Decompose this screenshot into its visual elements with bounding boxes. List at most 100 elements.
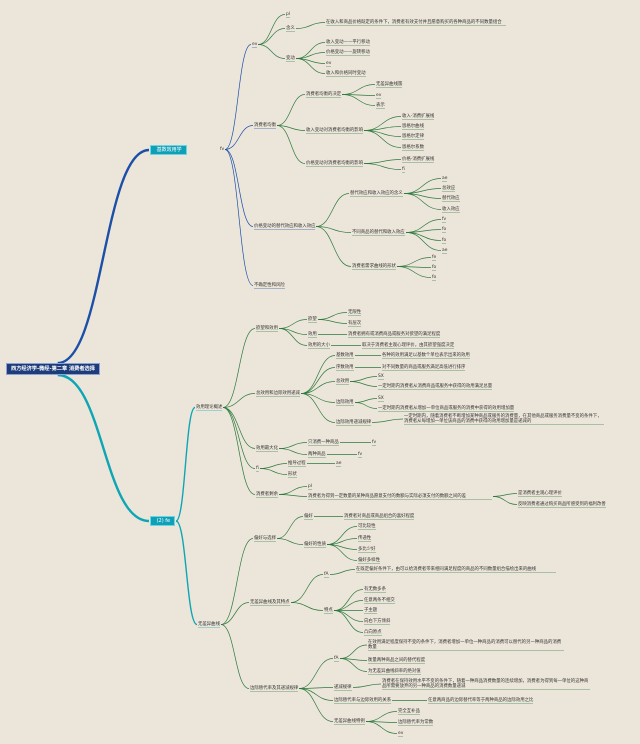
node-fi[interactable]: fi (256, 466, 259, 471)
node-root[interactable]: 西方经济学-微经-第二章 消费者选择 (6, 363, 100, 375)
node-pref-a-t[interactable]: 消费者对商品或商品组合的喜好程度 (344, 514, 415, 519)
node-tm-b[interactable]: 序数效用 (336, 365, 354, 370)
node-mrs-law-t[interactable]: 消费者在保持效用水平不变的条件下，随着一种商品消费数量的连续增加，消费者为得到每… (382, 679, 589, 689)
node-tm-c[interactable]: 总效用 (336, 379, 350, 384)
node-inc-b[interactable]: 恩格尔曲线 (402, 124, 424, 129)
node-tm-d-t[interactable]: 一定时期内消费者从增加一单位商品或服务的消费中获得的效用增加量 (378, 406, 515, 411)
node-sub-inc[interactable]: 价格变动的替代效应和收入效应 (254, 224, 316, 229)
node-b2[interactable]: (2) fe (150, 516, 176, 526)
node-mrs[interactable]: 边际替代率及其递减规律 (250, 686, 299, 691)
node-want-a1[interactable]: 无限性 (348, 310, 362, 315)
node-max-a[interactable]: 只消费一种商品 (308, 440, 339, 445)
node-def[interactable]: 含义 (286, 26, 295, 31)
node-want-a[interactable]: 欲望 (308, 317, 317, 322)
node-eq-c2[interactable]: ev (376, 93, 382, 98)
node-sur-b[interactable]: 消费者为得到一定数量的某种商品愿意支付的数额与实际必须支付的数额之间的差 (308, 494, 467, 499)
node-mrs-rel-t[interactable]: 任意两商品的边际替代率等于两种商品的边际效用之比 (428, 698, 534, 703)
node-ic-b[interactable]: 特点 (324, 608, 333, 613)
node-se-a[interactable]: ae (442, 176, 448, 181)
node-pref[interactable]: 偏好与选择 (254, 536, 276, 541)
node-util-size-t[interactable]: 取决于消费者主观心理评价，由其欲望强度决定 (362, 343, 455, 348)
node-move-a[interactable]: 收入变动——平行移动 (326, 40, 370, 45)
node-ic-b2[interactable]: 任意两条不相交 (364, 598, 395, 603)
node-ordinal[interactable]: 无差异曲线 (198, 622, 220, 627)
node-g-b[interactable]: fo (442, 227, 447, 232)
node-eq-cond[interactable]: 消费者均衡的决定 (306, 92, 342, 97)
node-price[interactable]: 价格变动对消费者均衡的影响 (306, 161, 364, 166)
node-want[interactable]: 欲望和效用 (256, 326, 278, 331)
node-mrs-a1[interactable]: 在效用满足程度保持不变的条件下，消费者增加一单位一种商品的消费可以替代的另一种商… (368, 640, 562, 650)
node-mrs-a[interactable]: fA (334, 656, 339, 661)
node-sur-a[interactable]: pl (308, 484, 313, 489)
node-ic[interactable]: 无差异曲线及其特点 (250, 600, 290, 605)
node-max-a-v[interactable]: fv (372, 440, 377, 445)
node-tm-a[interactable]: 基数效用 (336, 353, 354, 358)
node-eq[interactable]: 消费者均衡 (254, 123, 276, 128)
node-pref-b[interactable]: 偏好的性质 (304, 542, 326, 547)
node-law[interactable]: 边际效用递减规律 (336, 420, 372, 425)
node-tm-b-t[interactable]: 对不同数量的商品或服务满足高低进行排序 (382, 365, 466, 370)
node-eq-c3[interactable]: 表示 (376, 103, 385, 108)
node-sp-a[interactable]: 完全互补品 (398, 709, 420, 714)
node-pref-b1[interactable]: 可比较性 (358, 524, 376, 529)
node-mrs-rel[interactable]: 边际替代率与边际效用的关系 (334, 698, 392, 703)
node-move-d[interactable]: 收入和价格同时变动 (326, 71, 366, 76)
node-pref-b3[interactable]: 多比少好 (358, 547, 376, 552)
node-ic-b1[interactable]: 有无数多条 (364, 587, 386, 592)
node-goods[interactable]: 不同商品的替代和收入效应 (352, 230, 405, 235)
node-ic-a[interactable]: fA (324, 572, 329, 577)
node-se-b[interactable]: 总效应 (442, 186, 456, 191)
node-ic-b5[interactable]: 凸向原点 (364, 630, 382, 635)
node-mrs-law[interactable]: 递减规律 (334, 685, 352, 690)
node-sur-b2[interactable]: 反映消费者通过购买商品所感受到的福利改善 (518, 502, 606, 507)
node-mrs-a3[interactable]: 为无差异曲线斜率的绝对值 (368, 669, 421, 674)
node-pref-b2[interactable]: 传递性 (358, 536, 372, 541)
node-tm-a-t[interactable]: 各种的效用满足以基数个单位表示出来的效用 (382, 353, 470, 358)
node-b1[interactable]: 基数效用学 (150, 145, 187, 155)
node-util[interactable]: 效用 (308, 332, 317, 337)
node-tm-c-t[interactable]: 一定时期内消费者从消费商品或服务中获得的效用满足总量 (378, 384, 493, 389)
node-inc-c[interactable]: 恩格尔定律 (402, 134, 424, 139)
node-max-b[interactable]: 两种商品 (308, 452, 326, 457)
node-def-text[interactable]: 在收入和商品价格既定的条件下，消费者有效支付并且愿意购买的各种商品的不同数量组合 (326, 20, 502, 25)
node-cardinal[interactable]: 效用理论概述 (196, 405, 223, 410)
node-g-a[interactable]: fv (442, 217, 447, 222)
node-sp-b[interactable]: 边际替代率为常数 (398, 720, 434, 725)
node-sur-b1[interactable]: 是消费者主观心理评价 (518, 491, 562, 496)
node-util-t[interactable]: 消费者拥有或消费商品或服务对欲望的满足程度 (348, 332, 441, 337)
node-dc-b[interactable]: fo (432, 265, 437, 270)
node-move-b[interactable]: 价格变动——旋转移动 (326, 50, 370, 55)
node-fi-a-v[interactable]: ae (336, 461, 342, 466)
node-eq-c1[interactable]: 无差异曲线簇 (376, 82, 403, 87)
node-want-a2[interactable]: 有层次 (348, 321, 362, 326)
node-max[interactable]: 效用最大化 (256, 446, 278, 451)
node-max-b-v[interactable]: fv (358, 452, 363, 457)
node-tm-c-sx[interactable]: SX (378, 374, 384, 379)
node-move[interactable]: 变动 (286, 56, 295, 61)
node-move-c[interactable]: ev (326, 61, 332, 66)
node-util-size[interactable]: 效用的大小 (308, 343, 330, 348)
node-pref-a[interactable]: 偏好 (304, 514, 313, 519)
node-tm-d-sx[interactable]: SX (378, 396, 384, 401)
node-inc-d[interactable]: 恩格尔系数 (402, 145, 424, 150)
node-se-def[interactable]: 替代效应和收入效应的含义 (350, 191, 403, 196)
node-surplus[interactable]: 消费者剩余 (256, 492, 278, 497)
node-tm[interactable]: 总效用和边际效用递减 (256, 391, 300, 396)
node-se-c[interactable]: 替代效应 (442, 196, 460, 201)
node-ic-a-t[interactable]: 在既定偏好条件下，由可以给消费者带来相同满足程度的商品的不同数量组合描绘出来的曲… (356, 567, 537, 572)
node-b1s[interactable]: fv (220, 147, 225, 152)
node-law-t[interactable]: 一定时期内，随着消费者不断增加某种商品或服务的消费量，在其他商品或服务消费量不变… (404, 414, 602, 424)
node-pref-b4[interactable]: 偏好多样性 (358, 558, 380, 563)
node-dc[interactable]: 消费者需求曲线的形状 (352, 264, 396, 269)
node-inc[interactable]: 收入变动对消费者均衡的影响 (306, 128, 364, 133)
node-price-b[interactable]: fi (402, 167, 405, 172)
node-tm-d[interactable]: 边际效用 (336, 400, 354, 405)
node-ic-b3[interactable]: 子主题 (364, 608, 378, 613)
node-g-d[interactable]: ae (442, 248, 448, 253)
node-dc-a[interactable]: fe (432, 255, 437, 260)
node-ic-b4[interactable]: 向右下方倾斜 (364, 619, 391, 624)
node-fi-b[interactable]: 形状 (288, 472, 297, 477)
node-special[interactable]: 无差异曲线特例 (334, 719, 365, 724)
node-inc-a[interactable]: 收入-消费扩展线 (402, 114, 435, 119)
node-dc-c[interactable]: fo (432, 275, 437, 280)
